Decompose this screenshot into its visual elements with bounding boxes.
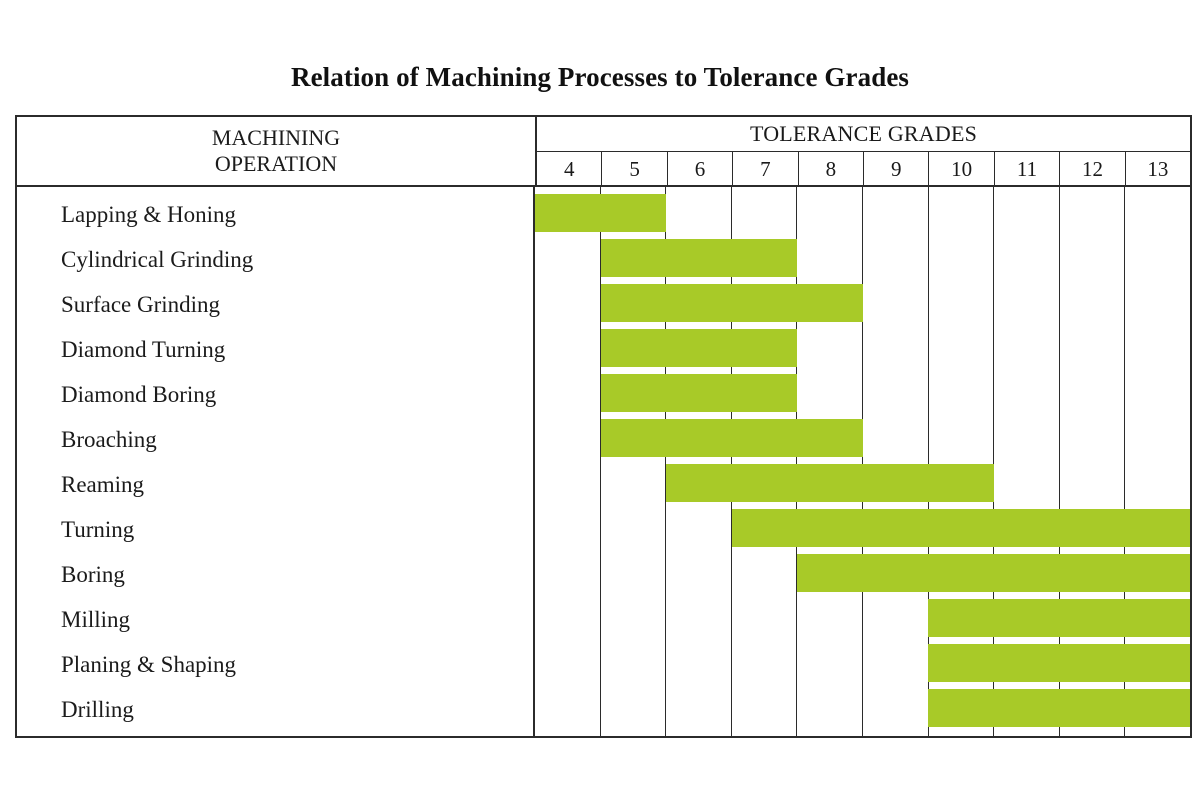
grade-column-6: [665, 187, 731, 736]
range-bar: [928, 599, 1190, 637]
grade-header-5: 5: [601, 152, 666, 187]
operation-label: Diamond Turning: [61, 337, 226, 362]
range-bar: [600, 374, 797, 412]
machining-operation-header: MACHINING OPERATION: [17, 117, 535, 185]
grade-column-12: [1058, 187, 1125, 736]
grade-plot-area: [535, 187, 1190, 736]
grade-header-6: 6: [666, 152, 732, 187]
operation-label: Broaching: [61, 427, 157, 452]
grade-column-13: [1124, 187, 1190, 736]
grade-header-7: 7: [732, 152, 797, 187]
range-bar: [535, 194, 666, 232]
tolerance-grades-title: TOLERANCE GRADES: [537, 117, 1190, 152]
operation-label: Turning: [61, 517, 135, 542]
operation-label: Lapping & Honing: [61, 202, 237, 227]
grade-header-12: 12: [1059, 152, 1124, 187]
grade-header-9: 9: [863, 152, 928, 187]
range-bar: [600, 329, 797, 367]
grade-column-11: [993, 187, 1059, 736]
operation-label: Surface Grinding: [61, 292, 221, 317]
grade-gridlines: [535, 187, 1190, 736]
operation-label: Planing & Shaping: [61, 652, 237, 677]
operation-label: Boring: [61, 562, 125, 587]
range-bar: [666, 464, 994, 502]
range-bar: [600, 284, 863, 322]
grade-column-8: [796, 187, 862, 736]
operation-label: Cylindrical Grinding: [61, 247, 254, 272]
grade-header-4: 4: [563, 157, 575, 181]
grade-header-8: 8: [797, 152, 863, 187]
grade-column-9: [861, 187, 928, 736]
operation-label: Drilling: [61, 697, 134, 722]
range-bar: [600, 239, 797, 277]
range-bar: [928, 689, 1190, 727]
operation-label: Diamond Boring: [61, 382, 217, 407]
range-bar: [797, 554, 1190, 592]
grade-header-10: 10: [928, 152, 993, 187]
grade-header-11: 11: [993, 152, 1059, 187]
range-bar: [600, 419, 863, 457]
grade-column-7: [730, 187, 797, 736]
machining-operation-header-line1: MACHINING: [211, 125, 341, 151]
range-bar: [928, 644, 1190, 682]
operation-label: Milling: [61, 607, 131, 632]
machining-operation-header-line2: OPERATION: [214, 151, 338, 176]
range-bar: [731, 509, 1190, 547]
grade-header-13: 13: [1124, 152, 1190, 187]
range-bars-layer: [535, 187, 1190, 736]
grade-column-5: [599, 187, 666, 736]
grade-column-10: [927, 187, 994, 736]
operation-label: Reaming: [61, 472, 145, 497]
page-title: Relation of Machining Processes to Toler…: [290, 62, 910, 92]
